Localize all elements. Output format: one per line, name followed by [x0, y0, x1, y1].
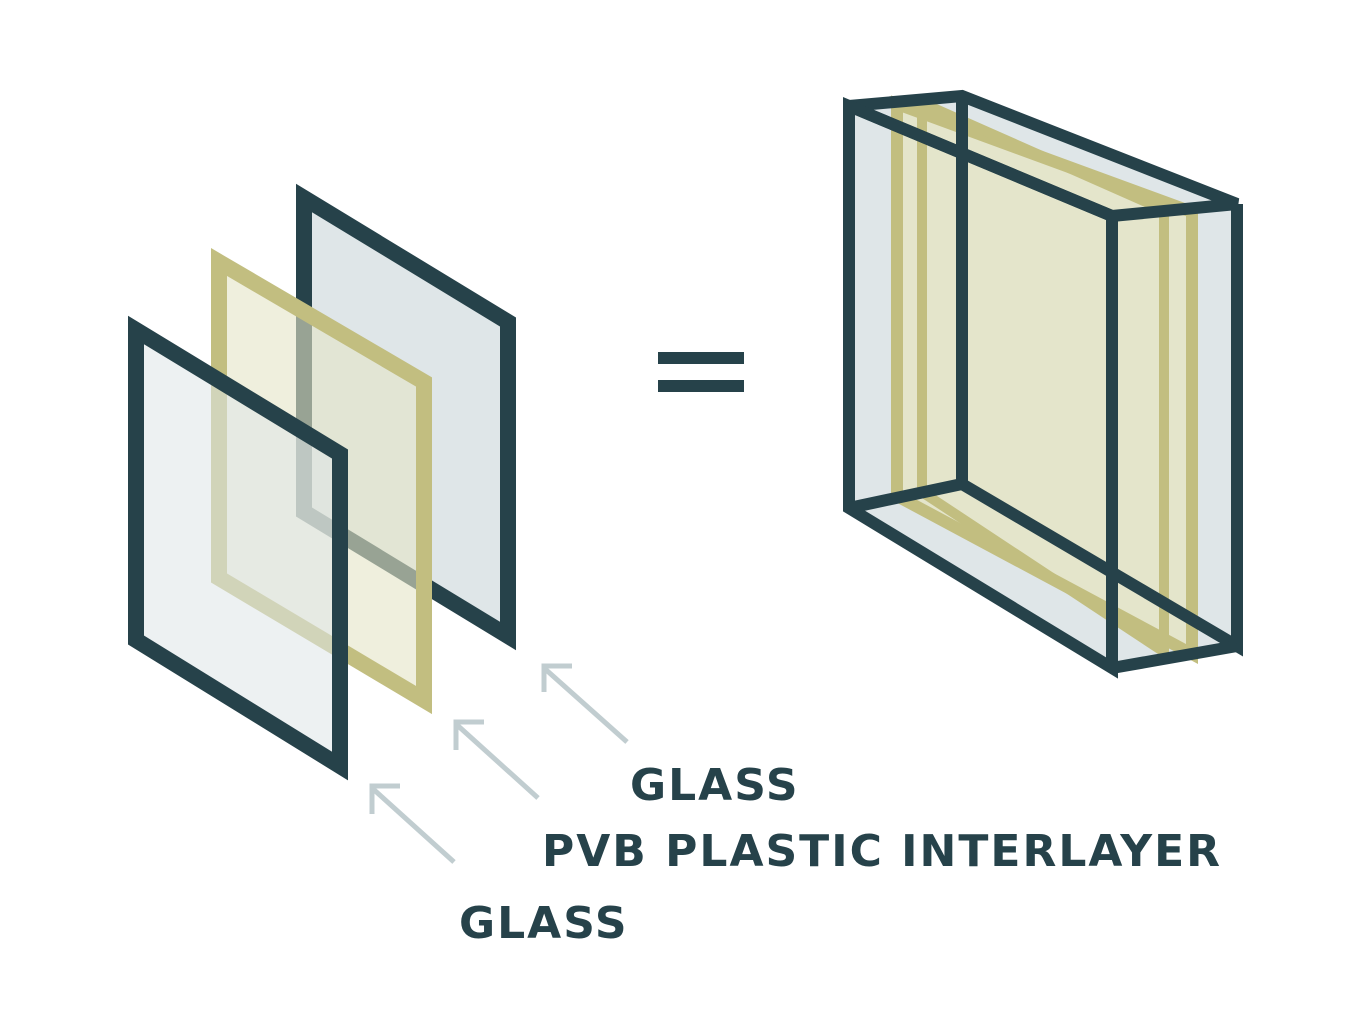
laminated-glass-assembled	[843, 89, 1243, 679]
arrow-pvb	[453, 719, 540, 800]
exploded-layers	[128, 183, 516, 781]
assembled-frame	[843, 89, 1243, 679]
equals-icon	[658, 352, 744, 392]
label-back-glass: GLASS	[630, 760, 800, 811]
label-pvb-interlayer: PVB PLASTIC INTERLAYER	[542, 826, 1223, 877]
arrow-front-glass	[369, 783, 456, 864]
assembled-pvb-sheet-inner	[917, 95, 1169, 662]
label-front-glass: GLASS	[459, 898, 629, 949]
arrow-back-glass	[541, 663, 629, 744]
pointer-arrows	[369, 663, 629, 864]
glass-pane-front	[128, 315, 348, 781]
